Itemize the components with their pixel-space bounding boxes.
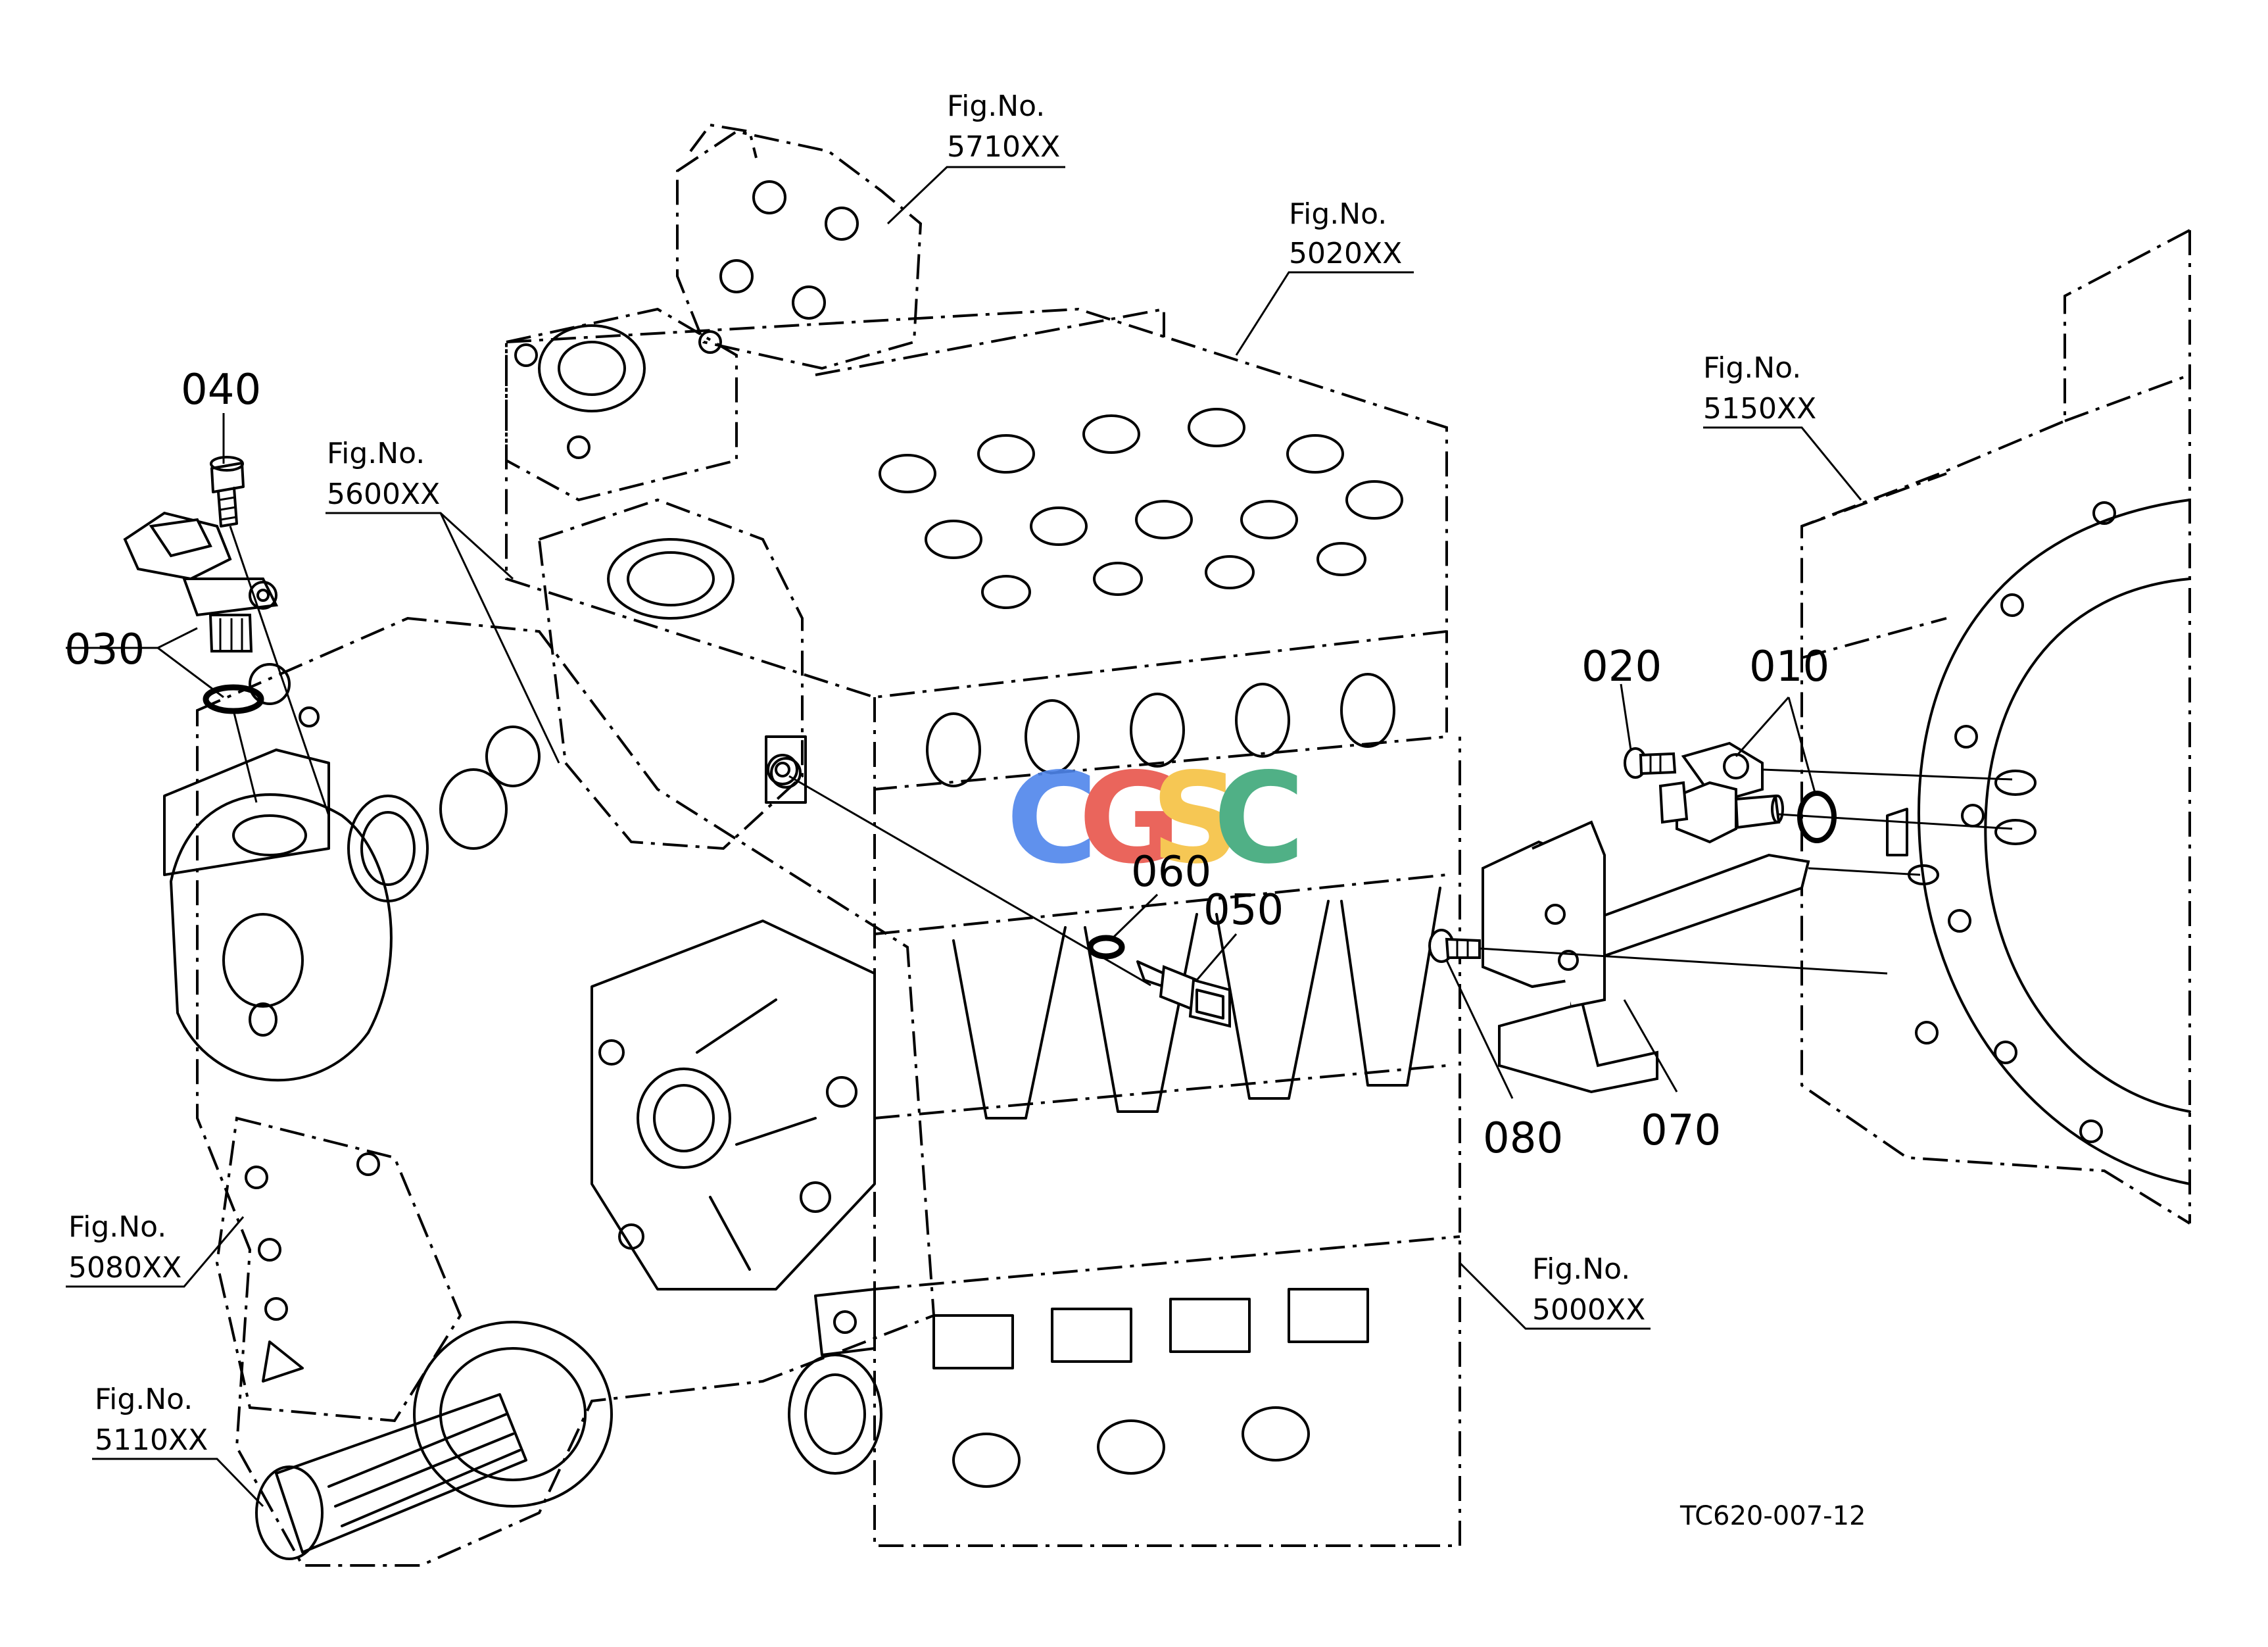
fig-ref-number: 5080XX bbox=[68, 1251, 181, 1285]
assembly-lines bbox=[229, 526, 2013, 987]
fig-ref-number: 5710XX bbox=[947, 130, 1060, 164]
part-label-050[interactable]: 050 bbox=[1203, 886, 1284, 935]
part-label-070[interactable]: 070 bbox=[1641, 1106, 1721, 1155]
fig-ref-number: 5020XX bbox=[1289, 237, 1402, 270]
watermark: C G S C bbox=[1006, 746, 1305, 891]
fig-ref-label: Fig.No. bbox=[1532, 1252, 1630, 1286]
part-labels: 040 030 060 050 020 010 080 070 bbox=[64, 366, 1829, 1163]
fig-ref-number: 5600XX bbox=[327, 478, 440, 511]
part-label-040[interactable]: 040 bbox=[181, 366, 261, 414]
watermark-letter-2: G bbox=[1078, 746, 1181, 891]
fig-ref-label: Fig.No. bbox=[95, 1383, 193, 1416]
fig-ref-5000xx[interactable]: Fig.No. 5000XX bbox=[1532, 1252, 1645, 1327]
leader-lines bbox=[66, 166, 1862, 1508]
fig-ref-label: Fig.No. bbox=[947, 89, 1045, 123]
fig-ref-5710xx[interactable]: Fig.No. 5710XX bbox=[947, 89, 1060, 164]
part-040-bolt[interactable] bbox=[210, 456, 245, 528]
part-020-bolt[interactable] bbox=[1624, 747, 1677, 779]
part-030-sensor[interactable] bbox=[123, 511, 279, 714]
fig-ref-label: Fig.No. bbox=[68, 1210, 166, 1244]
figure-references: Fig.No. 5710XX Fig.No. 5020XX Fig.No. 51… bbox=[68, 89, 1816, 1457]
watermark-letter-4: C bbox=[1213, 746, 1305, 891]
part-010-speed-sensor[interactable] bbox=[1658, 741, 1837, 844]
fig-ref-5020xx[interactable]: Fig.No. 5020XX bbox=[1289, 197, 1402, 270]
part-label-030[interactable]: 030 bbox=[64, 626, 145, 674]
watermark-letter-3: S bbox=[1151, 746, 1241, 891]
engine-assembly bbox=[163, 123, 1461, 1567]
part-label-020[interactable]: 020 bbox=[1581, 643, 1662, 691]
part-050-temp-sensor[interactable] bbox=[1136, 960, 1231, 1028]
part-070-bracket[interactable] bbox=[1482, 820, 1810, 1094]
part-060-o-ring[interactable] bbox=[1087, 935, 1125, 960]
fig-ref-label: Fig.No. bbox=[1289, 197, 1387, 231]
part-label-010[interactable]: 010 bbox=[1749, 643, 1829, 691]
fig-ref-label: Fig.No. bbox=[1703, 351, 1801, 385]
part-label-060[interactable]: 060 bbox=[1131, 848, 1211, 897]
fig-ref-5600xx[interactable]: Fig.No. 5600XX bbox=[327, 437, 440, 511]
fig-ref-label: Fig.No. bbox=[327, 437, 425, 470]
fig-ref-5150xx[interactable]: Fig.No. 5150XX bbox=[1703, 351, 1816, 426]
fig-ref-number: 5150XX bbox=[1703, 392, 1816, 426]
drawing-code: TC620-007-12 bbox=[1679, 1501, 1866, 1531]
part-080-bolt[interactable] bbox=[1428, 929, 1481, 963]
watermark-letter-1: C bbox=[1006, 746, 1098, 891]
flywheel-housing bbox=[1800, 229, 2191, 1225]
fig-ref-5110xx[interactable]: Fig.No. 5110XX bbox=[95, 1383, 208, 1457]
fig-ref-number: 5110XX bbox=[95, 1423, 208, 1457]
part-label-080[interactable]: 080 bbox=[1483, 1114, 1563, 1163]
fig-ref-5080xx[interactable]: Fig.No. 5080XX bbox=[68, 1210, 181, 1285]
fig-ref-number: 5000XX bbox=[1532, 1293, 1645, 1327]
